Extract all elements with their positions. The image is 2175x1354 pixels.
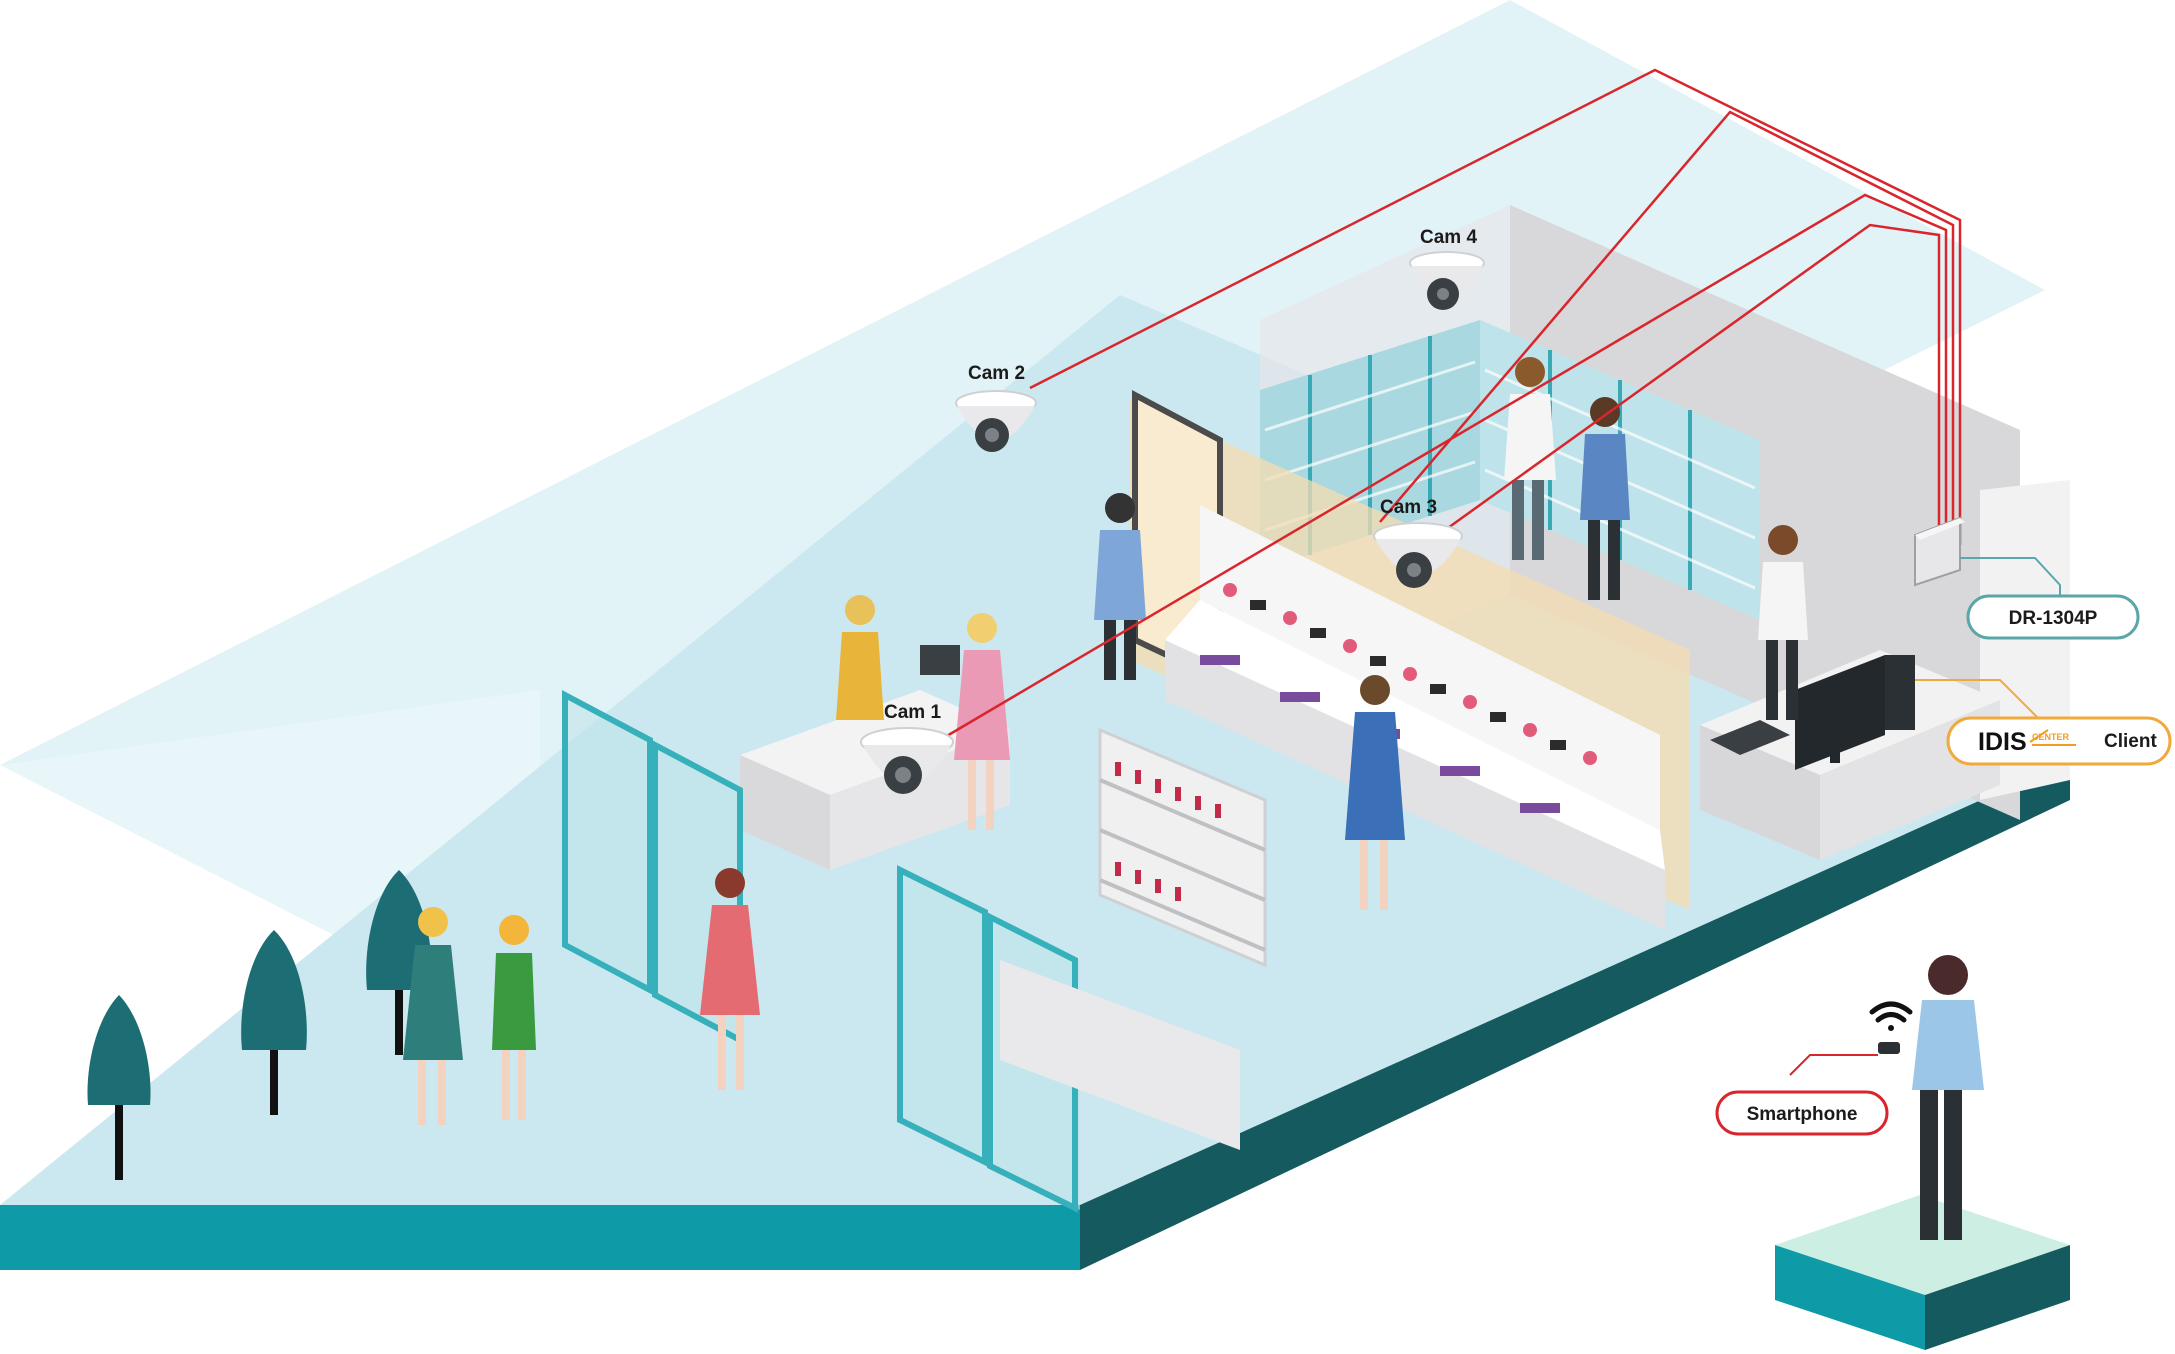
cashier [836, 595, 884, 720]
smartphone-pill: Smartphone [1715, 1090, 1889, 1136]
operator [1758, 525, 1808, 720]
recorder-pill: DR-1304P [1966, 594, 2140, 640]
label-connectors [1789, 557, 2061, 1076]
camera-cabling [939, 68, 1962, 742]
dome-camera-icon [1409, 251, 1485, 310]
camera-2: Cam 2 [955, 363, 1037, 452]
tree [87, 995, 151, 1180]
recorder-label: DR-1304P [2009, 608, 2098, 629]
smartphone-user [1878, 955, 1984, 1240]
mobile-platform [1775, 1195, 2070, 1350]
shopper [1345, 675, 1405, 910]
monitor-icon [1795, 655, 1885, 770]
shopper [492, 915, 536, 1120]
dome-camera-icon [1373, 522, 1463, 588]
trees [87, 870, 432, 1180]
logo-sub-text: CENTER [2032, 732, 2070, 742]
smartphone-label: Smartphone [1747, 1104, 1858, 1125]
camera-label: Cam 4 [1420, 227, 1477, 248]
monitor-icon [920, 645, 960, 675]
logo-text: IDIS [1978, 728, 2027, 756]
camera-label: Cam 1 [884, 702, 941, 723]
client-label: Client [2104, 731, 2157, 752]
idis-center-logo: IDIS CENTER [1978, 728, 2076, 756]
dome-camera-icon [955, 390, 1037, 452]
shopper [954, 613, 1010, 830]
camera-label: Cam 3 [1380, 497, 1437, 518]
shopper [1094, 493, 1146, 680]
shopper [700, 868, 760, 1090]
dome-camera-icon [860, 727, 954, 794]
shopper [403, 907, 463, 1125]
nvr-box-icon [1914, 516, 1965, 587]
shopper [1580, 397, 1630, 600]
nail-polish-shelf [1098, 727, 1267, 968]
camera-3: Cam 3 [1373, 497, 1463, 588]
tree [241, 930, 307, 1115]
storefront-glass [562, 690, 1240, 1213]
camera-4: Cam 4 [1409, 227, 1485, 310]
wifi-icon [1869, 1001, 1913, 1031]
client-pill: IDIS CENTER Client [1946, 716, 2172, 766]
camera-label: Cam 2 [968, 363, 1025, 384]
camera-1: Cam 1 [860, 702, 954, 794]
